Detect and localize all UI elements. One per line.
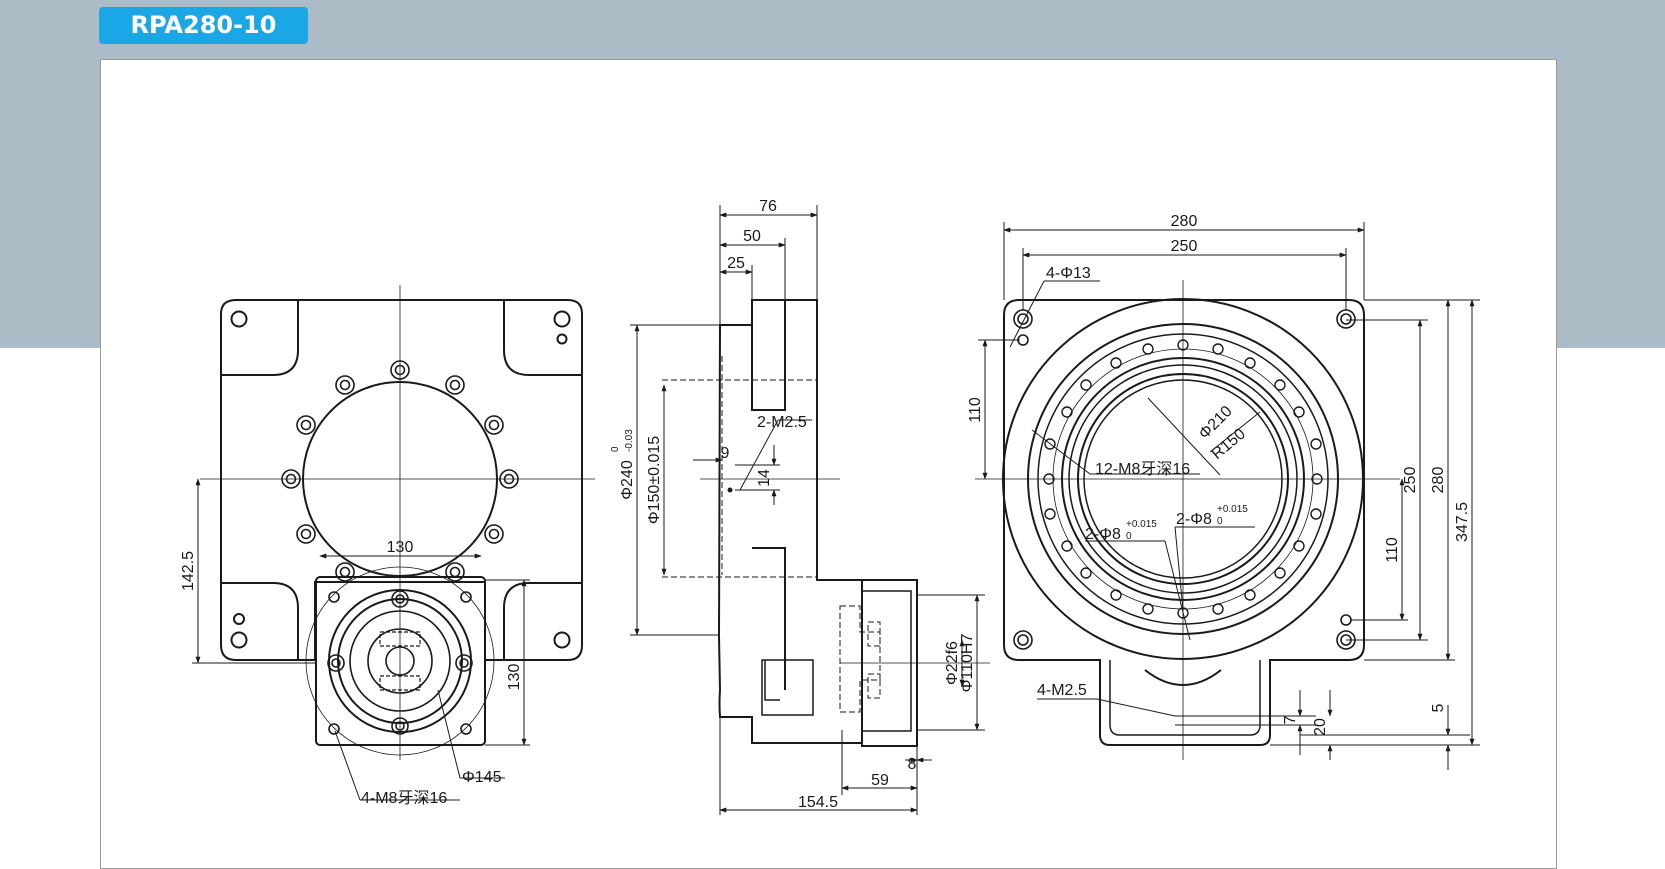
- dim-side-76: 76: [759, 198, 777, 215]
- svg-text:2-Φ8: 2-Φ8: [1176, 511, 1212, 528]
- dim-right-4-m25: 4-M2.5: [1037, 682, 1087, 699]
- dim-right-110-right: 110: [1384, 537, 1401, 563]
- svg-text:Φ240: Φ240: [619, 460, 636, 500]
- right-view-dims: [978, 222, 1480, 770]
- side-view-point: [727, 487, 733, 493]
- dim-left-phi145: Φ145: [462, 769, 502, 786]
- left-pocket-br: [503, 582, 582, 660]
- drawing-sheet: [100, 59, 1557, 869]
- side-view-dashed: [662, 356, 881, 713]
- dim-right-250-h: 250: [1402, 467, 1419, 494]
- dim-right-pin-right: 2-Φ8 +0.015 0: [1176, 504, 1248, 528]
- dim-right-250-w: 250: [1171, 238, 1198, 255]
- left-view-dims: [192, 478, 530, 801]
- dim-side-25: 25: [727, 255, 745, 272]
- left-body-outline: [220, 299, 583, 661]
- left-motor-flange: [315, 576, 486, 746]
- left-view-centerlines: [200, 285, 595, 760]
- dim-right-5: 5: [1430, 703, 1447, 712]
- dim-left-142: 142.5: [180, 551, 197, 591]
- left-pocket-tr: [503, 300, 582, 376]
- dim-right-7: 7: [1282, 715, 1299, 724]
- dim-side-phi110: Φ110H7: [959, 634, 976, 693]
- dim-side-8: 8: [908, 756, 917, 773]
- left-view: [220, 299, 583, 756]
- svg-text:0: 0: [610, 446, 621, 452]
- dim-side-50: 50: [743, 228, 761, 245]
- dim-left-130-h: 130: [506, 664, 523, 691]
- dim-right-347: 347.5: [1454, 502, 1471, 542]
- dim-right-12-m8: 12-M8牙深16: [1095, 460, 1190, 478]
- right-body-outline: [1003, 299, 1365, 746]
- dim-side-14: 14: [756, 469, 773, 487]
- side-view: [717, 299, 918, 747]
- side-view-centerlines: [700, 478, 990, 664]
- dim-side-phi240: Φ240 0 -0.03: [610, 429, 636, 500]
- dim-right-110-left: 110: [967, 397, 984, 423]
- svg-text:2-Φ8: 2-Φ8: [1085, 526, 1121, 543]
- dim-right-20: 20: [1312, 718, 1329, 736]
- dim-side-9: 9: [721, 445, 730, 462]
- svg-text:+0.015: +0.015: [1126, 519, 1157, 530]
- dim-side-59: 59: [871, 772, 889, 789]
- model-tag: RPA280-10: [99, 7, 308, 44]
- dim-side-phi22: Φ22f6: [944, 641, 961, 685]
- dim-right-280-h: 280: [1430, 467, 1447, 494]
- dim-side-154: 154.5: [798, 794, 838, 811]
- left-pocket-bl: [221, 582, 299, 660]
- dim-left-130-w: 130: [387, 539, 414, 556]
- dim-side-phi150: Φ150±0.015: [646, 436, 663, 524]
- left-pocket-tl: [221, 300, 299, 376]
- svg-text:0: 0: [1126, 531, 1132, 542]
- dim-right-4-phi13: 4-Φ13: [1046, 265, 1091, 282]
- dim-right-pin-left: 2-Φ8 +0.015 0: [1085, 519, 1157, 543]
- dim-right-280-w: 280: [1171, 213, 1198, 230]
- right-view-centerlines: [975, 280, 1400, 760]
- side-body-outline: [717, 299, 863, 744]
- side-view-dims: [630, 205, 985, 815]
- svg-text:-0.03: -0.03: [624, 429, 635, 452]
- dim-left-holes: 4-M8牙深16: [361, 789, 447, 807]
- svg-text:0: 0: [1217, 516, 1223, 527]
- dim-side-m25: 2-M2.5: [757, 414, 807, 431]
- svg-text:+0.015: +0.015: [1217, 504, 1248, 515]
